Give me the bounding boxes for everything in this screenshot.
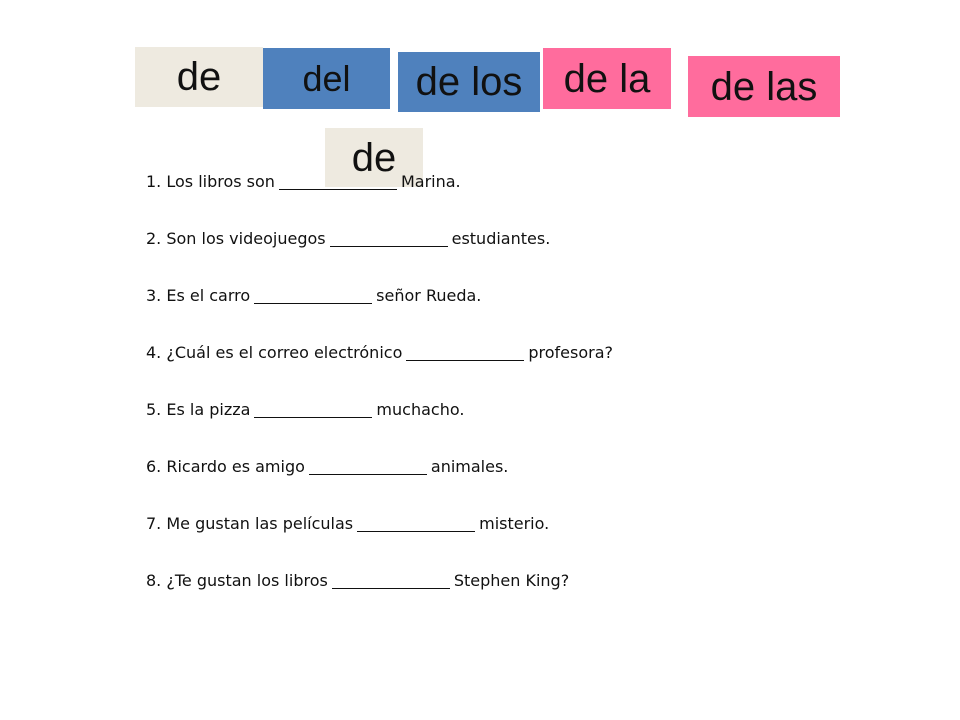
answer-blank-3[interactable] (254, 285, 373, 304)
exercise-item-5: 5. Es la pizza muchacho. (146, 396, 613, 453)
exercise-item-3: 3. Es el carro señor Rueda. (146, 282, 613, 339)
sentence-start: 2. Son los videojuegos (146, 229, 326, 248)
exercise-item-7: 7. Me gustan las películas misterio. (146, 510, 613, 567)
answer-blank-7[interactable] (357, 513, 476, 532)
answer-blank-1[interactable] (278, 171, 397, 190)
sentence-end: señor Rueda. (376, 286, 482, 305)
exercise-item-6: 6. Ricardo es amigo animales. (146, 453, 613, 510)
sentence-start: 6. Ricardo es amigo (146, 457, 305, 476)
sentence-start: 7. Me gustan las películas (146, 514, 354, 533)
sentence-end: animales. (430, 457, 509, 476)
answer-blank-4[interactable] (406, 342, 525, 361)
exercise-item-8: 8. ¿Te gustan los libros Stephen King? (146, 567, 613, 624)
sentence-end: profesora? (528, 343, 614, 362)
sentence-start: 3. Es el carro (146, 286, 251, 305)
exercise-item-1: 1. Los libros son Marina. (146, 168, 613, 225)
sentence-start: 4. ¿Cuál es el correo electrónico (146, 343, 403, 362)
answer-blank-6[interactable] (308, 456, 427, 475)
sentence-end: Stephen King? (453, 571, 570, 590)
word-tile-de-la[interactable]: de la (543, 48, 671, 109)
exercise-list: 1. Los libros son Marina. 2. Son los vide… (146, 168, 613, 624)
sentence-start: 1. Los libros son (146, 172, 275, 191)
word-tile-de-los[interactable]: de los (398, 52, 540, 112)
sentence-end: misterio. (479, 514, 550, 533)
exercise-item-4: 4. ¿Cuál es el correo electrónico profeso… (146, 339, 613, 396)
word-tile-del[interactable]: del (263, 48, 390, 109)
sentence-end: Marina. (400, 172, 461, 191)
sentence-end: estudiantes. (451, 229, 551, 248)
answer-blank-2[interactable] (329, 228, 448, 247)
sentence-start: 8. ¿Te gustan los libros (146, 571, 328, 590)
word-tile-de-dragged[interactable]: de (325, 128, 423, 187)
sentence-start: 5. Es la pizza (146, 400, 251, 419)
exercise-item-2: 2. Son los videojuegos estudiantes. (146, 225, 613, 282)
word-tile-de-las[interactable]: de las (688, 56, 840, 117)
word-tile-de[interactable]: de (135, 47, 263, 107)
answer-blank-8[interactable] (331, 570, 450, 589)
answer-blank-5[interactable] (254, 399, 373, 418)
sentence-end: muchacho. (376, 400, 465, 419)
